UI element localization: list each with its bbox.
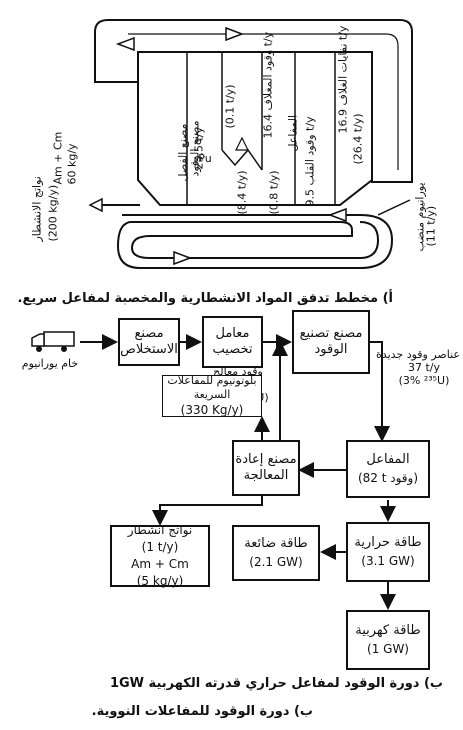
bottom-return-loop [130,221,380,259]
fresh-fuel-text: عناصر وقود جديدة [376,348,460,361]
box-enrichment: معامل تخصيب [202,316,263,368]
truck-icon [31,331,75,352]
pu-arrow [235,136,249,151]
caption-b-line1: ب) دورة الوقود لمفاعل حراري قدرته الكهرب… [109,676,443,691]
spent-fuel-text: وقود معالج [213,365,263,378]
mining-label: مصنع الاستخلاص [120,325,178,357]
caption-b-line2: ب) دورة الوقود للمفاعلات النووية. [91,704,313,719]
thermal-value: (3.1 GW) [361,553,415,568]
enrich-label: معامل تخصيب [212,325,253,357]
am-cm-rate: (5 kg/y) [136,574,184,588]
box-reprocessing: مصنع إعادة المعالجة [232,440,300,496]
reactor-load: (82 t وقود) [357,470,419,485]
plutonium-label: بلوتونيوم للمفاعلات السريعة [167,373,257,401]
fabrication-label: مصنع تصنيع الوقود [299,325,363,357]
box-electric-power: طاقة كهربية (1 GW) [346,610,430,670]
value-depleted-feed: (11 t/y) [424,205,438,247]
value-core-in: (8.4 t/y) [235,170,249,215]
waste-heat-value: (2.1 GW) [249,554,303,569]
value-fission-products-a: (200 kg/y) [46,184,60,242]
waste-output-arrow [88,197,103,213]
thermal-label: طاقة حرارية [354,535,422,551]
label-blanket-waste: نفايات الغلاف 16.9 t/y [336,26,350,134]
value-am-cm: 60 kg/y [65,143,79,185]
fission-products-rate: (1 t/y) [141,540,179,554]
value-core-out: (0.8 t/y) [267,170,281,215]
waste-heat-label: طاقة ضائعة [244,536,308,552]
fast-reactor-flow-diagram [88,19,413,269]
fresh-fuel-enrich: (3% ²³⁵U) [398,374,450,388]
bottom-arrow-left [173,250,193,266]
reprocessing-label: مصنع إعادة المعالجة [235,451,297,483]
flow-arrow-left [115,36,135,52]
box-fuel-fabrication: مصنع تصنيع الوقود [292,310,370,374]
fission-products-label: نواتج انشطار [127,523,193,537]
box-fission-products: نواتج انشطار (1 t/y) Am + Cm (5 kg/y) [110,523,210,588]
box-reactor: المفاعل (82 t وقود) [346,440,430,498]
fresh-fuel-rate: 37 t/y [407,361,441,375]
label-blanket-fuel: وقود المغلاف 16.4 t/y [261,32,275,139]
label-fresh-fuel: عناصر وقود جديدة 37 t/y (3% ²³⁵U) [376,348,460,388]
box-thermal-power: طاقة حرارية (3.1 GW) [346,522,430,582]
box-mining-plant: مصنع الاستخلاص [118,318,180,366]
box-waste-heat: طاقة ضائعة (2.1 GW) [232,525,320,581]
label-pu: Pu [198,152,212,165]
label-fission-products-a: نواتج الانشطار [30,176,44,242]
electric-label: طاقة كهربية [355,623,421,639]
am-cm-label: Am + Cm [131,557,189,571]
process-block [137,51,373,206]
caption-a: أ) مخطط تدفق المواد الانشطارية والمخصبة … [17,291,393,306]
electric-value: (1 GW) [367,641,409,656]
reactor-label: المفاعل [366,452,410,468]
label-reactor: المفاعل [286,114,300,152]
label-uranium-ore: خام يورانيوم [21,357,79,370]
value-core-loss: (0.1 t/y) [223,84,237,129]
bottom-arrow-right [327,207,347,223]
box-plutonium-fast-reactors: بلوتونيوم للمفاعلات السريعة (330 Kg/y) [162,373,262,418]
flow-arrow-right [225,26,245,42]
value-depleted-u: (26.4 t/y) [351,113,365,165]
plutonium-rate: (330 Kg/y) [180,403,244,418]
label-core-fuel: وقود القلب 9.5 t/y [303,116,317,207]
